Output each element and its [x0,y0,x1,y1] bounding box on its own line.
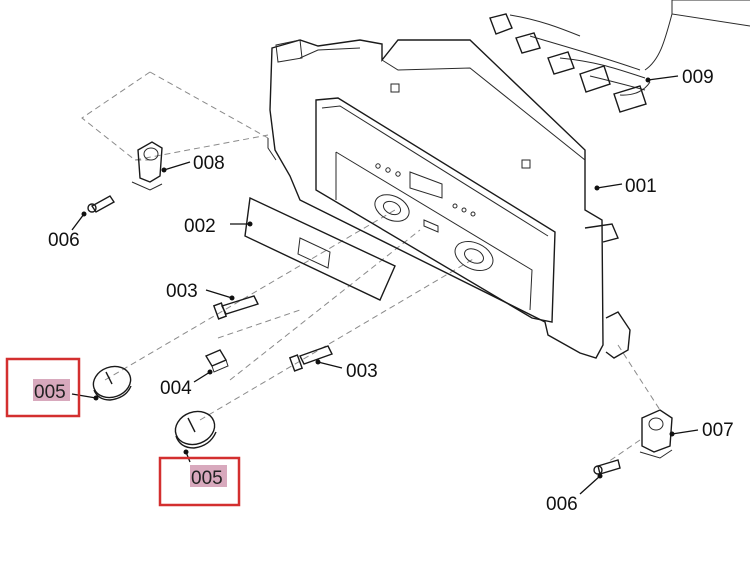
wire-harness [489,0,750,113]
label-003-lower: 003 [346,361,378,382]
part-labels: 001 002 003 003 004 005 005 006 006 007 … [34,67,734,515]
label-004: 004 [160,378,192,399]
left-bracket [131,141,163,191]
highlight-box-005-lower [158,456,241,507]
assembly-guide-lines [81,71,661,463]
label-006-left: 006 [48,230,80,251]
control-panel-housing [267,39,631,359]
knob-upper [92,365,132,401]
label-007: 007 [702,420,734,441]
shaft-lower [288,345,333,372]
knob-lower [174,410,217,449]
screw-left [87,195,116,213]
overlay-sheet [244,196,396,301]
label-005-lower: 005 [191,468,223,489]
highlight-bg-005-lower [190,465,227,487]
label-001: 001 [625,176,657,197]
switch-part [204,349,229,373]
label-006-right: 006 [546,494,578,515]
highlight-box-005-upper [5,357,81,418]
label-005-upper: 005 [34,382,66,403]
shaft-upper [212,295,259,320]
label-002: 002 [184,216,216,237]
right-bracket [639,409,673,459]
label-003-upper: 003 [166,281,198,302]
screw-right [593,459,621,475]
highlight-bg-005-upper [33,379,70,401]
label-008: 008 [193,153,225,174]
label-009: 009 [682,67,714,88]
